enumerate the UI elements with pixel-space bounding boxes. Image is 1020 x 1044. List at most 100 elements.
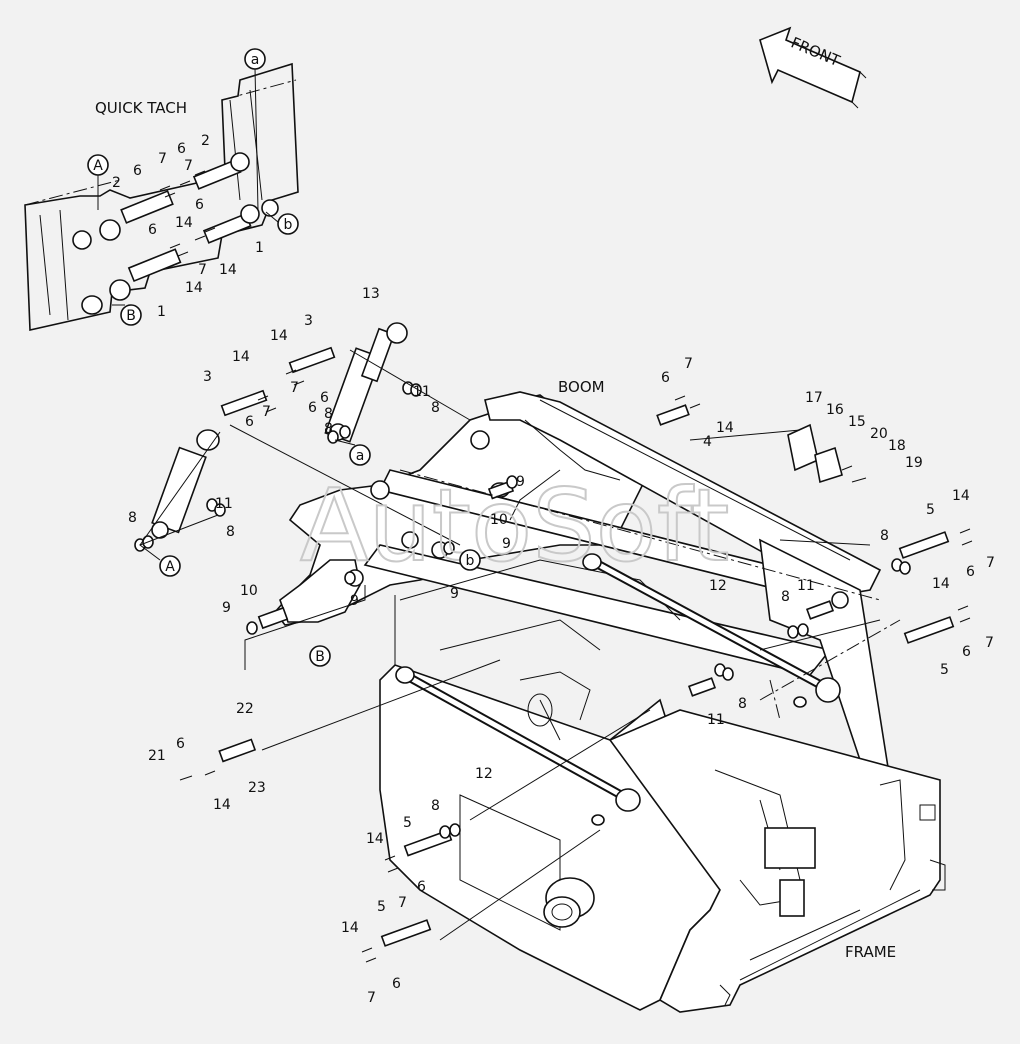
ref-A-top: A bbox=[87, 154, 109, 176]
callout-part-1: 1 bbox=[255, 240, 264, 256]
svg-text:a: a bbox=[356, 448, 365, 464]
callout-part-15: 15 bbox=[848, 414, 866, 430]
callout-part-14: 14 bbox=[219, 262, 237, 278]
callout-part-6: 6 bbox=[417, 879, 426, 895]
callout-part-16: 16 bbox=[826, 402, 844, 418]
ref-A-boom: A bbox=[159, 555, 181, 577]
svg-text:A: A bbox=[93, 158, 103, 174]
callout-part-21: 21 bbox=[148, 748, 166, 764]
tilt-cylinder-right bbox=[582, 553, 841, 708]
leader-lines bbox=[138, 349, 901, 941]
callout-part-14: 14 bbox=[952, 488, 970, 504]
ref-b-top: b bbox=[277, 213, 299, 235]
callout-part-11: 11 bbox=[413, 384, 431, 400]
ref-markers: a a b b A A B B bbox=[87, 48, 481, 667]
callout-part-3: 3 bbox=[304, 313, 313, 329]
callout-part-22: 22 bbox=[236, 701, 254, 717]
callout-part-6: 6 bbox=[661, 370, 670, 386]
callout-part-23: 23 bbox=[248, 780, 266, 796]
ref-B-top: B bbox=[120, 304, 142, 326]
callout-part-14: 14 bbox=[932, 576, 950, 592]
callout-part-7: 7 bbox=[158, 151, 167, 167]
callout-part-6: 6 bbox=[176, 736, 185, 752]
front-arrow bbox=[759, 26, 867, 109]
callout-part-8: 8 bbox=[880, 528, 889, 544]
callout-part-7: 7 bbox=[198, 262, 207, 278]
callout-part-8: 8 bbox=[738, 696, 747, 712]
callout-part-5: 5 bbox=[377, 899, 386, 915]
callout-part-7: 7 bbox=[684, 356, 693, 372]
callout-part-7: 7 bbox=[262, 404, 271, 420]
ref-a-top: a bbox=[244, 48, 266, 70]
svg-text:A: A bbox=[165, 559, 175, 575]
quick-tach-assembly bbox=[24, 62, 299, 331]
callout-part-11: 11 bbox=[707, 712, 725, 728]
svg-text:b: b bbox=[284, 217, 293, 233]
callout-part-5: 5 bbox=[926, 502, 935, 518]
callout-part-7: 7 bbox=[367, 990, 376, 1006]
boom-assembly bbox=[273, 391, 891, 792]
callout-part-20: 20 bbox=[870, 426, 888, 442]
pins-hardware bbox=[134, 346, 973, 963]
svg-text:B: B bbox=[126, 308, 136, 324]
svg-text:b: b bbox=[466, 553, 475, 569]
callout-part-7: 7 bbox=[985, 635, 994, 651]
quick-tach-label: QUICK TACH bbox=[95, 99, 187, 117]
callout-part-8: 8 bbox=[324, 421, 333, 437]
callout-part-6: 6 bbox=[245, 414, 254, 430]
callout-part-8: 8 bbox=[781, 589, 790, 605]
callout-part-7: 7 bbox=[398, 895, 407, 911]
callout-part-14: 14 bbox=[270, 328, 288, 344]
callout-part-3: 3 bbox=[203, 369, 212, 385]
callout-part-8: 8 bbox=[431, 400, 440, 416]
callout-part-6: 6 bbox=[148, 222, 157, 238]
callout-part-12: 12 bbox=[709, 578, 727, 594]
ref-b-boom: b bbox=[459, 549, 481, 571]
frame-label: FRAME bbox=[845, 943, 896, 961]
callout-part-6: 6 bbox=[320, 390, 329, 406]
callout-part-9: 9 bbox=[450, 586, 459, 602]
callout-part-14: 14 bbox=[175, 215, 193, 231]
callout-part-8: 8 bbox=[431, 798, 440, 814]
callout-part-6: 6 bbox=[962, 644, 971, 660]
callout-part-17: 17 bbox=[805, 390, 823, 406]
lift-cylinder-upper bbox=[324, 322, 408, 443]
callout-part-11: 11 bbox=[215, 496, 233, 512]
callout-part-6: 6 bbox=[133, 163, 142, 179]
callout-part-14: 14 bbox=[366, 831, 384, 847]
callout-part-8: 8 bbox=[226, 524, 235, 540]
callout-part-14: 14 bbox=[716, 420, 734, 436]
callout-part-7: 7 bbox=[184, 158, 193, 174]
frame-assembly bbox=[379, 559, 946, 1013]
callout-part-6: 6 bbox=[966, 564, 975, 580]
callout-part-9: 9 bbox=[516, 474, 525, 490]
callout-part-1: 1 bbox=[157, 304, 166, 320]
tilt-cylinder-left bbox=[395, 666, 641, 826]
callout-part-6: 6 bbox=[392, 976, 401, 992]
callout-part-2: 2 bbox=[201, 133, 210, 149]
callout-part-9: 9 bbox=[222, 600, 231, 616]
part-callouts: 2 6 7 6 7 2 14 6 6 7 14 1 14 1 13 3 14 1… bbox=[112, 133, 995, 1006]
callout-part-6: 6 bbox=[177, 141, 186, 157]
callout-part-9: 9 bbox=[350, 593, 359, 609]
svg-text:a: a bbox=[251, 52, 260, 68]
callout-part-11: 11 bbox=[797, 578, 815, 594]
callout-part-19: 19 bbox=[905, 455, 923, 471]
callout-part-10: 10 bbox=[240, 583, 258, 599]
watermark: AutoSoft bbox=[300, 467, 730, 584]
callout-part-4: 4 bbox=[703, 434, 712, 450]
callout-part-2: 2 bbox=[112, 175, 121, 191]
svg-text:B: B bbox=[315, 649, 325, 665]
callout-part-7: 6 bbox=[308, 400, 317, 416]
callout-part-8: 8 bbox=[128, 510, 137, 526]
callout-part-18: 18 bbox=[888, 438, 906, 454]
callout-part-14: 14 bbox=[185, 280, 203, 296]
callout-part-10: 10 bbox=[490, 512, 508, 528]
callout-part-12: 12 bbox=[475, 766, 493, 782]
callout-part-7: 7 bbox=[986, 555, 995, 571]
callout-part-5: 5 bbox=[940, 662, 949, 678]
callout-part-8: 8 bbox=[324, 406, 333, 422]
lift-cylinder-lower bbox=[151, 429, 220, 539]
boom-label: BOOM bbox=[558, 378, 605, 396]
